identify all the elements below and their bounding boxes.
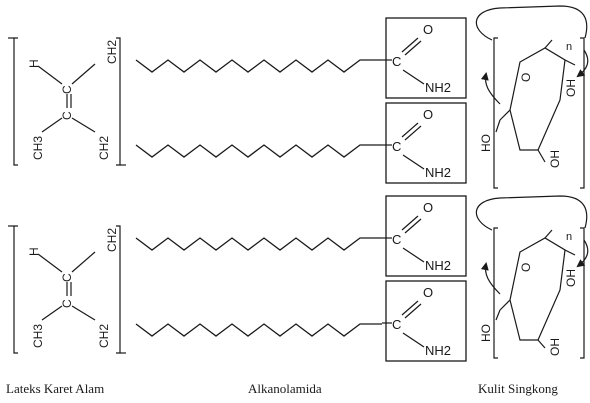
interaction-diagram: H C C CH2 CH3 CH2 H C C CH2 CH3 CH2 (8, 5, 589, 362)
amide-c-label: C (392, 232, 401, 247)
cellulose-oh-top-label: OH (564, 269, 578, 287)
latex-ch2-top: CH2 (105, 40, 119, 64)
latex-c-bottom: C (60, 299, 74, 308)
alkyl-chain-2 (135, 144, 382, 158)
amide-c-label: C (392, 54, 401, 69)
amide-o-label: O (423, 200, 433, 215)
amide-group-1: C O NH2 (382, 17, 467, 99)
latex-unit-bottom: H C C CH2 CH3 CH2 (8, 225, 126, 354)
latex-c-bottom: C (60, 111, 74, 120)
amide-group-2: C O NH2 (382, 102, 467, 184)
latex-ch2-bottom: CH2 (97, 136, 111, 160)
latex-ch2-bottom: CH2 (97, 324, 111, 348)
alkyl-chain-4 (135, 323, 382, 337)
cellulose-ho-label: HO (479, 134, 493, 152)
amide-nh2-label: NH2 (425, 80, 451, 95)
latex-h-label: H (27, 247, 41, 256)
amide-nh2-label: NH2 (425, 258, 451, 273)
amide-c-label: C (392, 317, 401, 332)
latex-ch2-top: CH2 (105, 228, 119, 252)
caption-latex: Lateks Karet Alam (6, 381, 105, 396)
cellulose-unit-bottom: n O OH HO OH (475, 195, 589, 359)
latex-c-top: C (60, 85, 74, 94)
amide-c-label: C (392, 139, 401, 154)
alkyl-chain-1 (135, 59, 382, 73)
latex-c-top: C (60, 273, 74, 282)
cellulose-o-ring-label: O (519, 263, 533, 272)
amide-o-label: O (423, 107, 433, 122)
cellulose-n-label: n (566, 41, 572, 53)
cellulose-n-label: n (566, 231, 572, 243)
alkyl-chains (135, 59, 382, 337)
caption-alkanolamide: Alkanolamida (248, 381, 322, 396)
cellulose-oh-bottom-label: OH (548, 338, 562, 356)
amide-group-3: C O NH2 (382, 195, 467, 277)
amide-nh2-label: NH2 (425, 165, 451, 180)
cellulose-o-ring-label: O (519, 73, 533, 82)
amide-group-4: C O NH2 (382, 280, 467, 362)
latex-ch3: CH3 (31, 136, 45, 160)
cellulose-oh-bottom-label: OH (548, 150, 562, 168)
cellulose-ho-label: HO (479, 324, 493, 342)
cellulose-unit-top: n O OH HO OH (475, 5, 589, 189)
amide-o-label: O (423, 22, 433, 37)
cellulose-oh-top-label: OH (564, 79, 578, 97)
latex-h-label: H (27, 59, 41, 68)
alkyl-chain-3 (135, 237, 382, 251)
latex-unit-top: H C C CH2 CH3 CH2 (8, 37, 126, 166)
amide-nh2-label: NH2 (425, 343, 451, 358)
latex-ch3: CH3 (31, 324, 45, 348)
amide-o-label: O (423, 285, 433, 300)
caption-cassava: Kulit Singkong (478, 381, 558, 396)
